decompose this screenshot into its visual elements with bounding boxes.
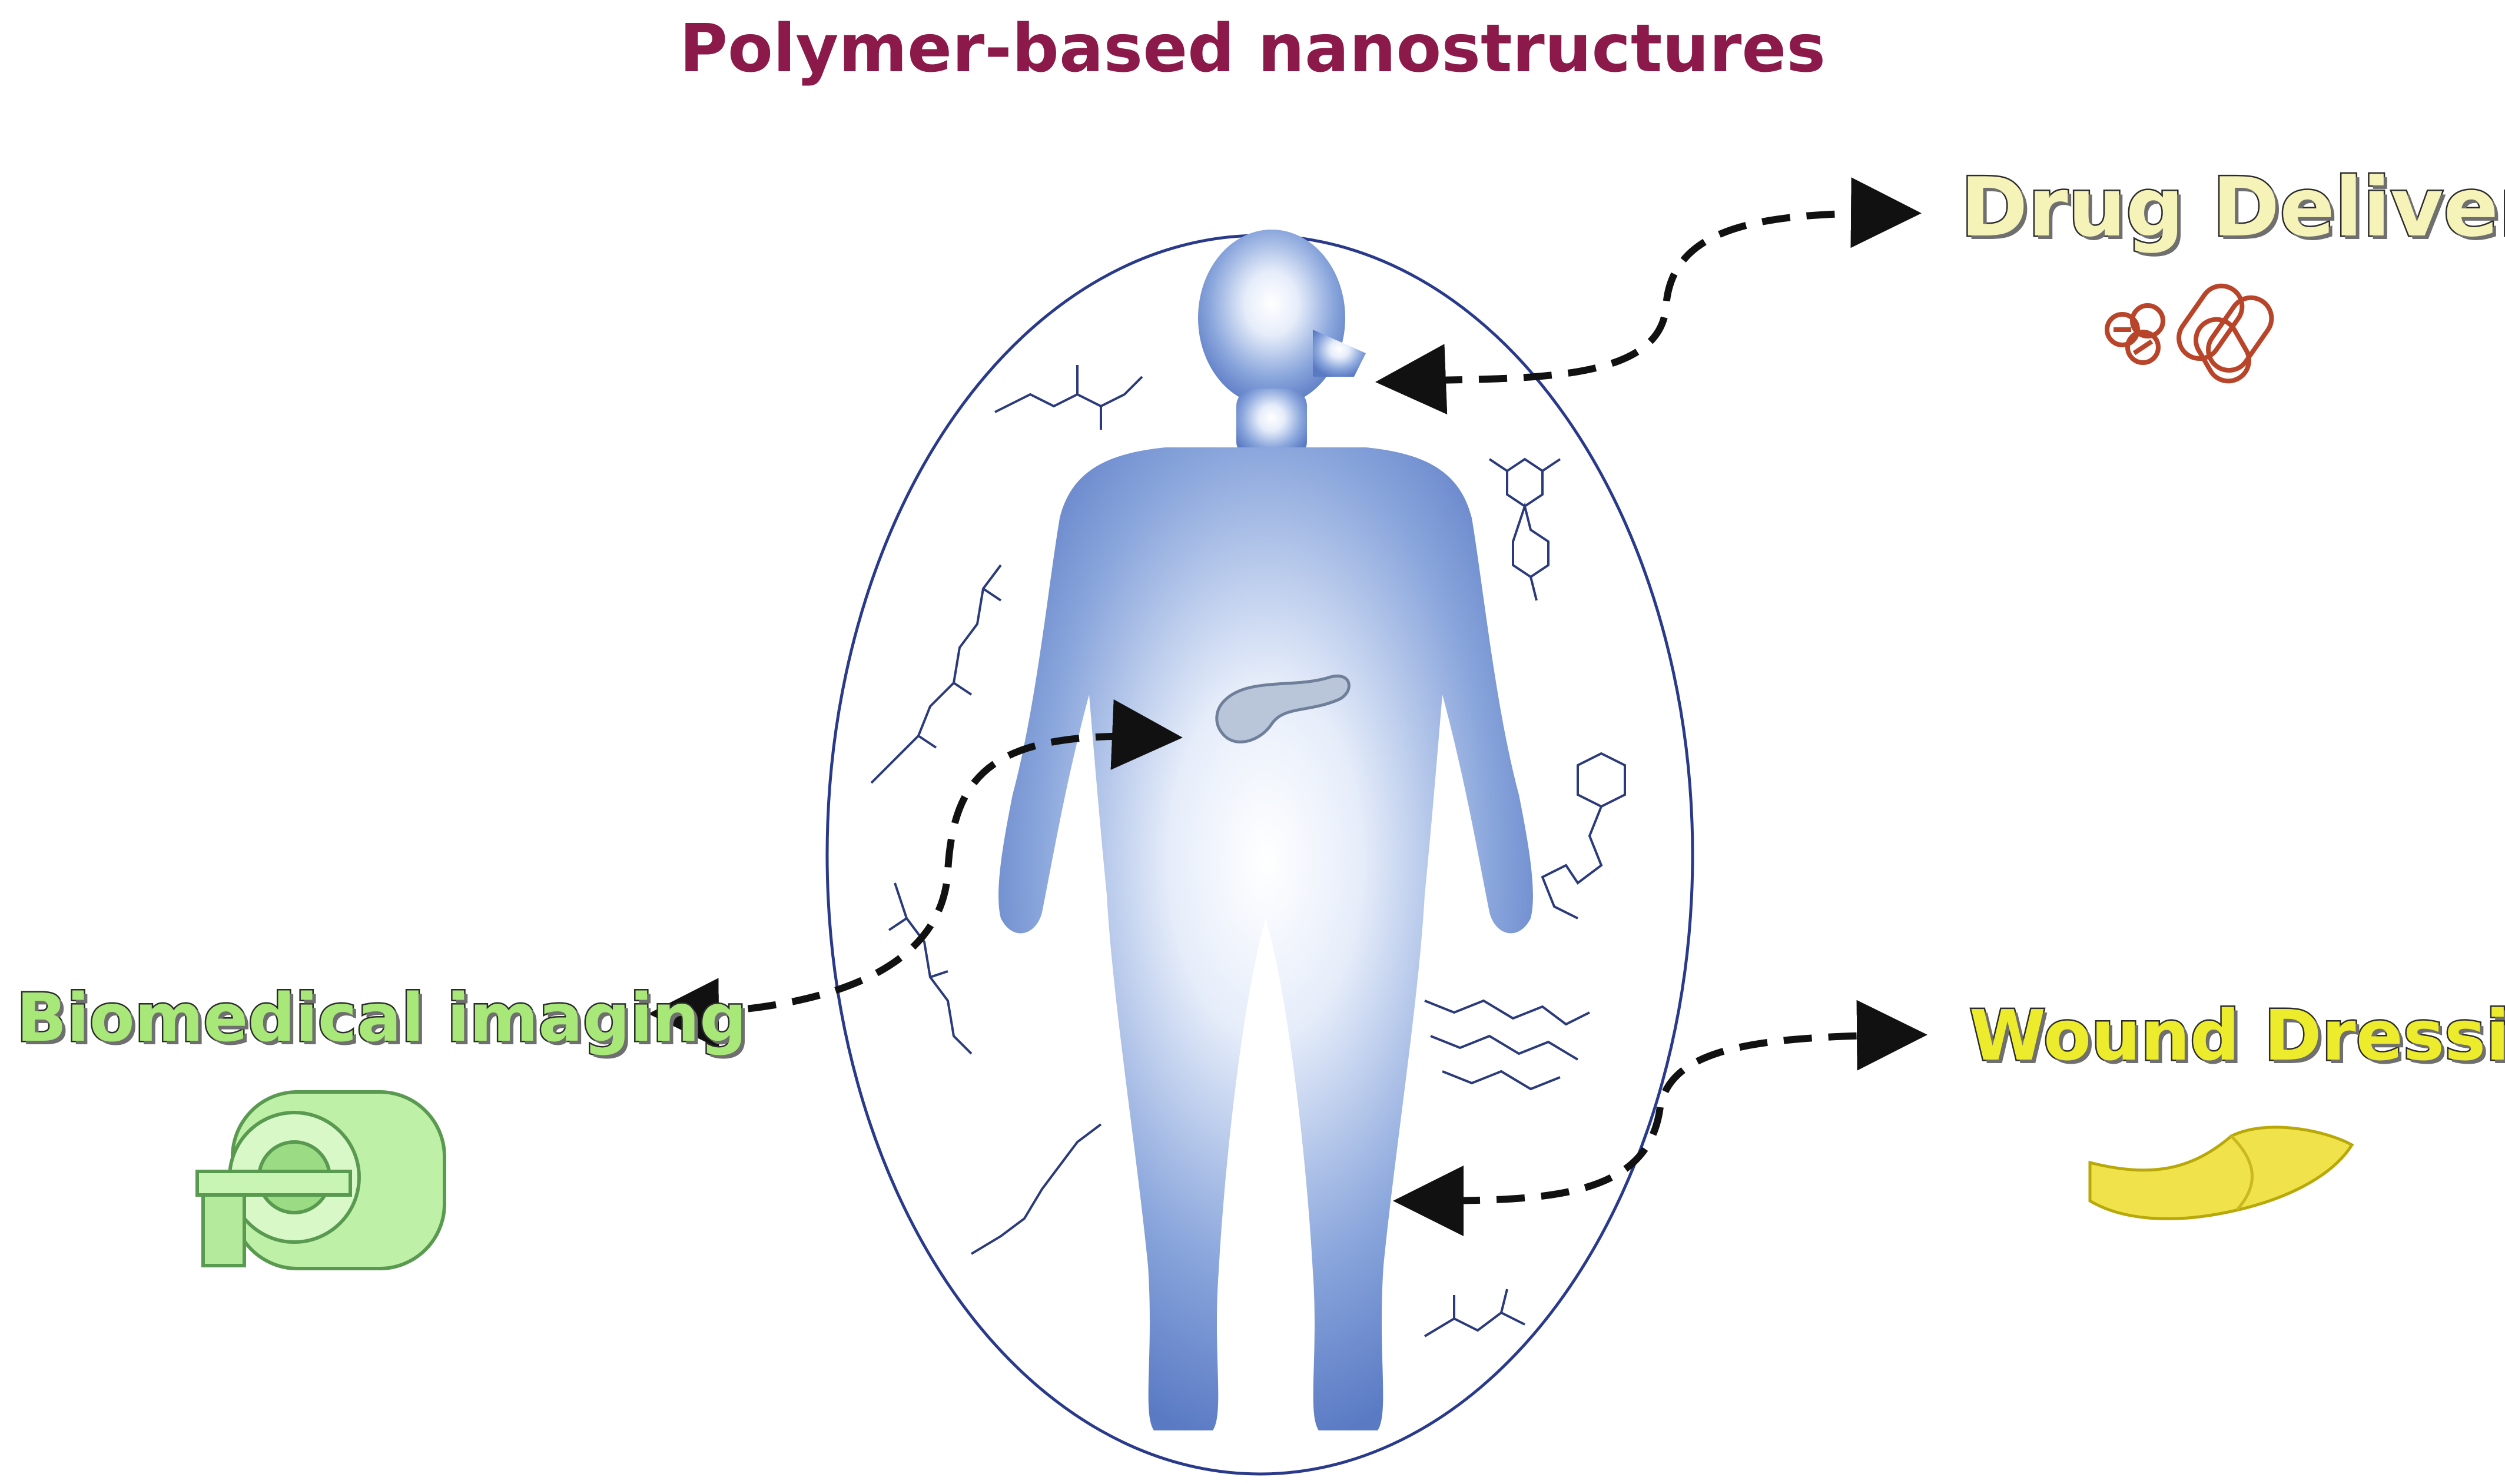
biomedical-imaging-label: Biomedical imaging — [15, 979, 748, 1058]
molecule-upper-right — [1488, 457, 1561, 601]
molecule-top-left — [994, 365, 1143, 430]
molecule-bottom-right — [1424, 1289, 1525, 1337]
human-body — [998, 230, 1533, 1430]
page-title: Polymer-based nanostructures — [679, 11, 1826, 87]
connector-arrows — [648, 177, 1927, 1236]
wound-dressing-label: Wound Dressing — [1967, 994, 2505, 1078]
mri-scanner-icon — [195, 1090, 446, 1270]
pills-icon — [2105, 283, 2274, 384]
arrow-biomedical-imaging — [648, 699, 1183, 1049]
arrow-wound-dressing — [1393, 1000, 1927, 1236]
pancreas-icon — [1215, 674, 1351, 743]
arrow-drug-delivery — [1375, 177, 1922, 415]
bandage-icon — [2088, 1126, 2354, 1220]
molecule-right-peptide — [1541, 752, 1626, 919]
molecule-bottom-left — [970, 1123, 1102, 1255]
drug-delivery-label: Drug Delivery — [1959, 159, 2505, 257]
